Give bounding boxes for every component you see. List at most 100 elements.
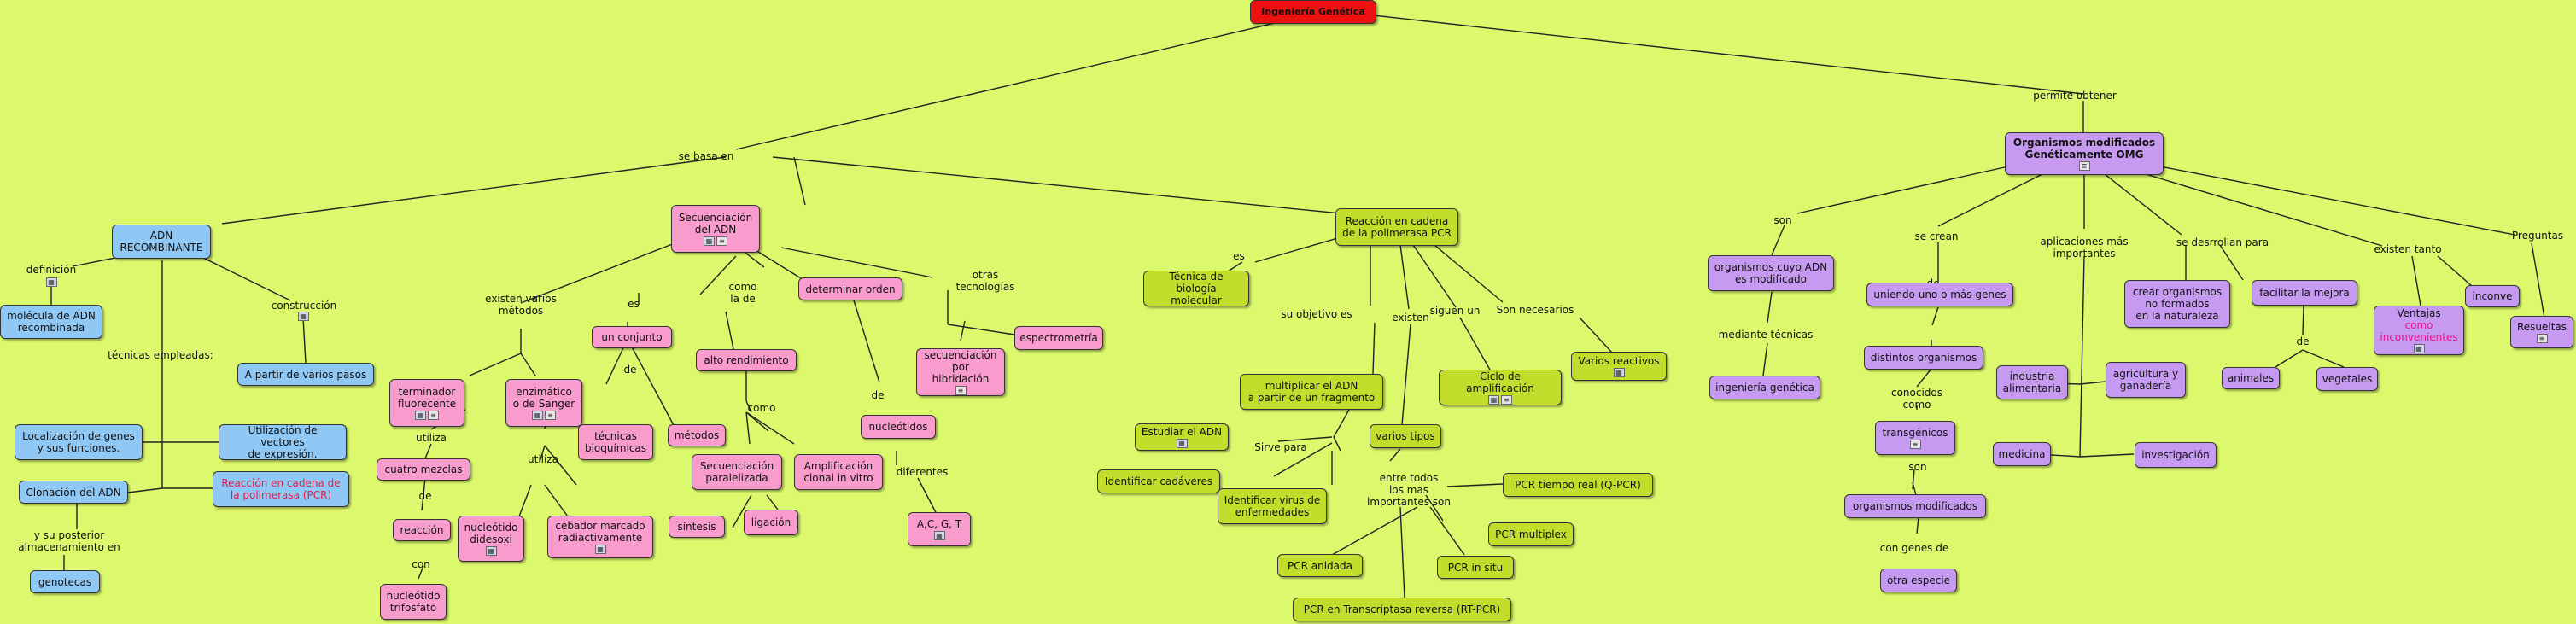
node-alto-rendimiento[interactable]: alto rendimiento (696, 349, 797, 371)
node-terminador-fluorecente[interactable]: terminador fluorecente ▦≡ (389, 379, 464, 427)
document-icon[interactable]: ≡ (1501, 395, 1512, 405)
node-reaccion[interactable]: reacción (393, 519, 451, 541)
node-resueltas[interactable]: Resueltas ≡ (2510, 316, 2573, 348)
node-transgenicos-text: transgénicos (1882, 427, 1948, 439)
node-nucleotido-trifosfato[interactable]: nucleótido trifosfato (380, 584, 447, 620)
picture-icon[interactable]: ▦ (415, 411, 426, 420)
node-pcr-link[interactable]: Reacción en cadena de la polimerasa (PCR… (213, 471, 349, 507)
label-sirve-para: Sirve para (1254, 441, 1307, 453)
node-organismos-modificados[interactable]: organismos modificados (1844, 494, 1986, 518)
picture-icon[interactable]: ▦ (1488, 395, 1499, 405)
node-pcr-in-situ[interactable]: PCR in situ (1437, 556, 1514, 579)
node-pcr-multiplex[interactable]: PCR multiplex (1488, 522, 1574, 546)
node-distintos-organismos[interactable]: distintos organismos (1864, 346, 1983, 370)
node-molecula-adn[interactable]: molécula de ADN recombinada (0, 305, 102, 339)
node-ligacion[interactable]: ligación (744, 510, 798, 535)
picture-icon[interactable]: ▦ (485, 546, 497, 556)
node-transgenicos[interactable]: transgénicos ≡ (1875, 421, 1955, 455)
node-ingenieria-genetica[interactable]: ingeniería genética (1709, 376, 1820, 399)
node-multiplicar-adn[interactable]: multiplicar el ADN a partir de un fragme… (1240, 374, 1383, 410)
node-nucleotido-didesoxi[interactable]: nucleótido didesoxi ▦ (458, 516, 524, 562)
node-secuenciacion-hibridacion[interactable]: secuenciación por hibridación ≡ (916, 348, 1005, 396)
document-icon[interactable]: ≡ (716, 236, 727, 246)
label-como-la-de: como la de (728, 281, 757, 305)
node-genotecas[interactable]: genotecas (30, 570, 100, 593)
node-pcr-tiempo-real[interactable]: PCR tiempo real (Q-PCR) (1503, 473, 1653, 497)
node-estudiar-adn[interactable]: Estudiar el ADN ▦ (1135, 423, 1229, 451)
picture-icon[interactable]: ▦ (933, 531, 945, 540)
picture-icon[interactable]: ▦ (594, 545, 606, 554)
node-enzimatico-sanger[interactable]: enzimático o de Sanger ▦≡ (505, 379, 582, 427)
node-distintos-organismos-text: distintos organismos (1870, 352, 1977, 364)
node-tecnicas-bioquimicas[interactable]: técnicas bioquímicas (578, 424, 653, 460)
node-pcr-main[interactable]: Reacción en cadena de la polimerasa PCR (1335, 208, 1458, 246)
node-industria-alimentaria[interactable]: industria alimentaria (1996, 365, 2068, 399)
node-un-conjunto[interactable]: un conjunto (592, 326, 672, 348)
node-uniendo-genes-text: uniendo uno o más genes (1873, 289, 2006, 300)
document-icon[interactable]: ≡ (428, 411, 439, 420)
node-espectrometria[interactable]: espectrometría (1014, 326, 1103, 350)
node-inconve[interactable]: inconve (2465, 285, 2520, 307)
label-de-5: de (2296, 335, 2310, 347)
label-existen-varios-metodos: existen varios métodos (485, 293, 557, 317)
node-cuatro-mezclas[interactable]: cuatro mezclas (377, 458, 470, 481)
node-nucleotidos[interactable]: nucleótidos (861, 415, 936, 439)
node-identificar-cadaveres[interactable]: Identificar cadáveres (1097, 469, 1220, 493)
node-ventajas[interactable]: Ventajas como inconvenientes ▦ (2374, 306, 2464, 355)
node-pcr-anidada[interactable]: PCR anidada (1277, 554, 1363, 577)
node-tecnica-biologia[interactable]: Técnica de biología molecular (1143, 271, 1249, 306)
node-varios-tipos[interactable]: varios tipos (1370, 424, 1441, 448)
node-otra-especie[interactable]: otra especie (1880, 569, 1957, 592)
node-clonacion-adn[interactable]: Clonación del ADN (19, 481, 128, 504)
node-metodos[interactable]: métodos (668, 424, 726, 446)
node-varios-pasos[interactable]: A partir de varios pasos (237, 363, 374, 386)
node-cebador-marcado[interactable]: cebador marcado radiactivamente ▦ (547, 516, 653, 558)
node-secuenciacion-adn[interactable]: Secuenciación del ADN ▦≡ (671, 205, 760, 253)
node-vectores-expresion[interactable]: Utilización de vectores de expresión. (219, 424, 347, 460)
node-localizacion-genes-text: Localización de genes y sus funciones. (22, 430, 135, 454)
document-icon[interactable]: ≡ (955, 386, 967, 395)
node-sintesis[interactable]: síntesis (669, 516, 725, 538)
node-rt-pcr[interactable]: PCR en Transcriptasa reversa (RT-PCR) (1293, 598, 1511, 621)
document-icon[interactable]: ≡ (2536, 334, 2548, 343)
node-varios-reactivos[interactable]: Varios reactivos ▦ (1571, 352, 1667, 381)
label-otras-tecnologias: otras tecnologías (955, 269, 1015, 293)
node-ciclo-amplificacion[interactable]: Ciclo de amplificación ▦≡ (1439, 370, 1562, 405)
node-determinar-orden[interactable]: determinar orden (798, 277, 902, 300)
node-investigacion[interactable]: investigación (2135, 442, 2217, 468)
node-adn-recombinante[interactable]: ADN RECOMBINANTE (112, 225, 211, 259)
node-pcr-link-text[interactable]: Reacción en cadena de la polimerasa (PCR… (221, 477, 341, 501)
document-icon[interactable]: ≡ (1909, 440, 1921, 449)
node-ingenieria-genetica-text: ingeniería genética (1715, 382, 1814, 394)
node-industria-alimentaria-text: industria alimentaria (2002, 370, 2062, 394)
node-varios-reactivos-text: Varios reactivos (1578, 355, 1660, 367)
picture-icon[interactable]: ▦ (297, 312, 309, 321)
node-cebador-marcado-text: cebador marcado radiactivamente (555, 520, 645, 544)
picture-icon[interactable]: ▦ (45, 277, 57, 287)
picture-icon[interactable]: ▦ (1176, 439, 1188, 448)
node-pcr-main-text: Reacción en cadena de la polimerasa PCR (1342, 215, 1452, 239)
node-uniendo-genes[interactable]: uniendo uno o más genes (1866, 283, 2013, 306)
node-organismos-cuyo-adn[interactable]: organismos cuyo ADN es modificado (1708, 255, 1834, 291)
document-icon[interactable]: ≡ (2078, 161, 2090, 171)
node-secuenciacion-paralelizada[interactable]: Secuenciación paralelizada (692, 454, 782, 490)
node-crear-organismos[interactable]: crear organismos no formados en la natur… (2124, 280, 2230, 328)
picture-icon[interactable]: ▦ (1613, 368, 1625, 377)
node-amplificacion-clonal[interactable]: Amplificación clonal in vitro (794, 454, 883, 490)
node-vegetales[interactable]: vegetales (2316, 367, 2378, 391)
node-medicina[interactable]: medicina (1993, 442, 2051, 466)
node-omg[interactable]: Organismos modificados Genéticamente OMG… (2005, 132, 2164, 175)
node-localizacion-genes[interactable]: Localización de genes y sus funciones. (15, 424, 143, 460)
document-icon[interactable]: ≡ (545, 411, 556, 420)
image-attachment-icon[interactable]: ▦ (44, 277, 58, 288)
node-facilitar-mejora[interactable]: facilitar la mejora (2252, 280, 2357, 306)
image-attachment-icon[interactable]: ▦ (296, 311, 310, 322)
node-tecnicas-bioquimicas-text: técnicas bioquímicas (584, 430, 647, 454)
node-acgt[interactable]: A,C, G, T ▦ (908, 512, 971, 546)
node-animales[interactable]: animales (2222, 367, 2280, 389)
picture-icon[interactable]: ▦ (704, 236, 715, 246)
picture-icon[interactable]: ▦ (2413, 344, 2425, 353)
picture-icon[interactable]: ▦ (532, 411, 543, 420)
node-identificar-virus[interactable]: Identificar virus de enfermedades (1218, 488, 1327, 524)
node-agricultura-ganaderia[interactable]: agricultura y ganadería (2106, 362, 2186, 398)
